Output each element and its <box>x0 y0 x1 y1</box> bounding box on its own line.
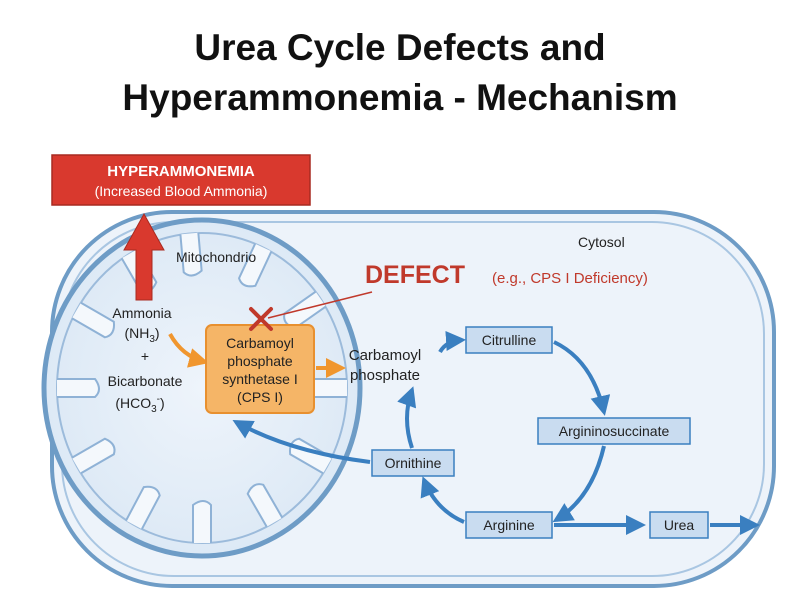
defect-pointer-line <box>267 291 373 319</box>
arrow-argininosuccinate-to-arginine <box>552 445 606 523</box>
mitochondrion-label: Mitochondrio <box>176 249 256 265</box>
crista-fold <box>179 232 203 277</box>
citrulline-label: Citrulline <box>482 332 537 348</box>
plus-sign: + <box>141 348 149 364</box>
arginine-box <box>465 511 553 539</box>
arrow-ornithine-to-carbamoylphosphate <box>397 386 417 449</box>
crista-fold <box>71 437 116 475</box>
arrow-citrulline-to-argininosuccinate <box>553 340 611 416</box>
page-title-line-2: Hyperammonemia - Mechanism <box>122 77 678 118</box>
enzyme-line-1: Carbamoyl <box>226 335 294 351</box>
citrulline-box <box>465 326 553 354</box>
crista-fold <box>246 483 284 528</box>
enzyme-line-4: (CPS I) <box>237 389 283 405</box>
ornithine-label: Ornithine <box>385 455 442 471</box>
carbamoyl-phosphate-line-2: phosphate <box>350 367 420 384</box>
crista-fold <box>71 301 116 339</box>
arrow-ornithine-to-mitochondrion <box>232 420 371 464</box>
argininosuccinate-label: Argininosuccinate <box>559 423 670 439</box>
ornithine-box <box>371 449 455 477</box>
crista-fold <box>125 485 161 530</box>
mitochondrion-outer-membrane <box>41 217 363 559</box>
defect-example: (e.g., CPS I Deficiency) <box>492 270 648 287</box>
bicarbonate-label: Bicarbonate <box>108 373 183 389</box>
ammonia-label: Ammonia <box>112 305 171 321</box>
crista-fold <box>57 378 100 398</box>
ammonia-accumulation-arrow <box>123 212 165 301</box>
cytosol-label: Cytosol <box>578 234 625 250</box>
enzyme-line-2: phosphate <box>227 353 293 369</box>
ammonia-formula: (NH3) <box>124 325 159 345</box>
cps1-enzyme-box <box>205 324 315 414</box>
hyperammonemia-subtitle: (Increased Blood Ammonia) <box>95 183 268 199</box>
arrow-carbamoylphosphate-to-citrulline <box>438 331 466 354</box>
substrate-to-enzyme-arrow <box>168 333 209 368</box>
defect-x-mark <box>249 307 273 331</box>
page-title-line-1: Urea Cycle Defects and <box>194 27 606 68</box>
arginine-label: Arginine <box>483 517 535 533</box>
urea-box <box>649 511 709 539</box>
crista-fold <box>192 500 212 543</box>
mitochondrion-cristae <box>57 232 347 543</box>
defect-label: DEFECT <box>365 261 465 289</box>
arrow-arginine-to-ornithine <box>420 476 465 524</box>
enzyme-line-3: synthetase I <box>222 371 298 387</box>
hyperammonemia-box <box>51 154 311 206</box>
hyperammonemia-heading: HYPERAMMONEMIA <box>107 163 255 180</box>
crista-fold <box>237 243 273 288</box>
argininosuccinate-box <box>537 417 691 445</box>
urea-label: Urea <box>664 517 695 533</box>
carbamoyl-phosphate-line-1: Carbamoyl <box>349 347 422 364</box>
bicarbonate-formula: (HCO3-) <box>115 394 164 415</box>
